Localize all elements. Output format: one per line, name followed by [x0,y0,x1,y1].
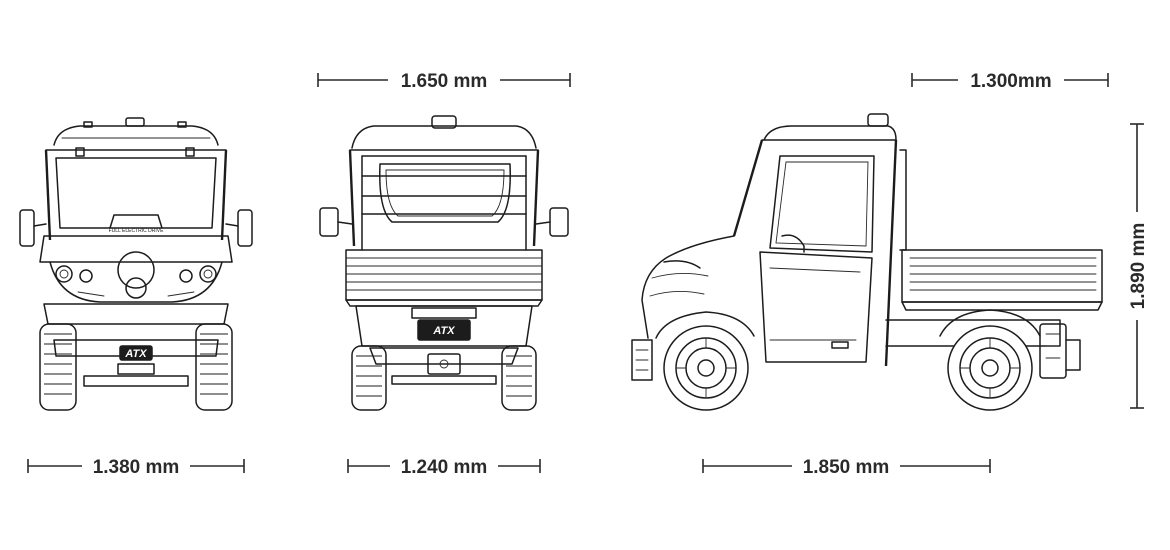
wheelbase-label: 1.850 mm [803,457,890,478]
rear-view: ATX [319,115,569,411]
dimension-rear-top-width: 1.650 mm [317,71,571,92]
front-view: FULL ELECTRIC DRIVE ATX [19,117,253,411]
side-view [631,113,1103,411]
rear-brand-logo: ATX [432,325,455,337]
bed-length-label: 1.300mm [970,71,1051,92]
hood-text: FULL ELECTRIC DRIVE [109,228,164,234]
dimension-wheelbase: 1.850 mm [702,457,991,478]
dimension-height: 1.890 mm [1128,123,1149,409]
rear-top-width-label: 1.650 mm [401,71,488,92]
dimension-rear-track-width: 1.240 mm [347,457,541,478]
front-brand-logo: ATX [124,348,147,360]
rear-track-width-label: 1.240 mm [401,457,488,478]
dimension-bed-length: 1.300mm [911,71,1109,92]
dimension-front-width: 1.380 mm [27,457,245,478]
front-width-label: 1.380 mm [93,457,180,478]
height-label: 1.890 mm [1128,223,1149,310]
